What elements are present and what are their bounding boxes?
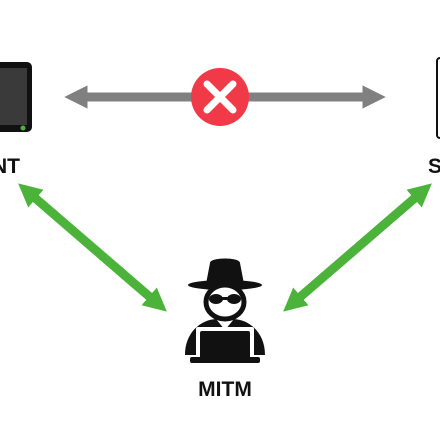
server-icon: [436, 57, 440, 139]
server-node: SERVER: [428, 57, 440, 178]
hacker-spy-icon: [185, 258, 265, 363]
mitm-node: MITM: [185, 258, 265, 401]
client-label: CLIENT: [0, 155, 20, 178]
server-mitm-arrow: [283, 183, 432, 312]
direct-connection: [64, 68, 386, 126]
mitm-label: MITM: [198, 378, 252, 401]
client-node: CLIENT: [0, 62, 32, 178]
blocked-x-icon: [191, 68, 249, 126]
tablet-icon: [0, 62, 32, 132]
server-label: SERVER: [428, 155, 440, 178]
client-mitm-arrow: [18, 183, 167, 312]
